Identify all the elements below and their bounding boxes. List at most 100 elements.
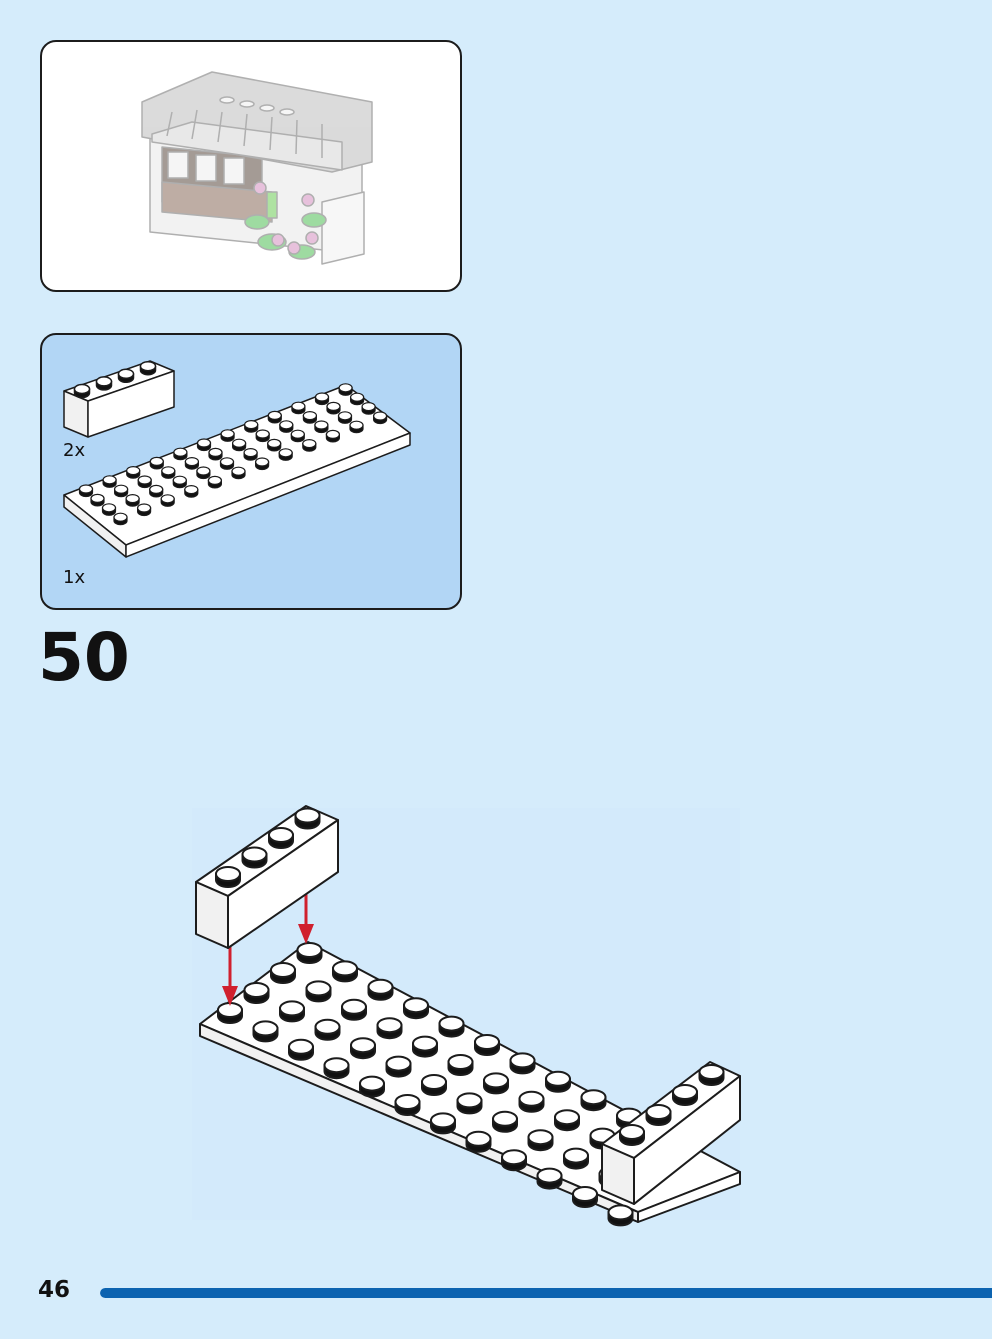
preview-panel	[40, 40, 462, 292]
stud-top	[314, 420, 329, 430]
stud-top	[172, 475, 187, 485]
brick-1x4-image	[63, 360, 175, 438]
stud-top	[296, 942, 323, 958]
stud-top	[288, 1038, 314, 1055]
stud-top	[290, 429, 305, 439]
stud-top	[359, 1075, 385, 1092]
stud-top	[137, 475, 152, 485]
stud-top	[95, 376, 113, 387]
stud-top	[161, 466, 176, 476]
stud-top	[314, 1018, 341, 1035]
stud-top	[278, 448, 293, 458]
stud-top	[341, 998, 367, 1015]
stud-top	[305, 980, 332, 997]
stud-top	[184, 484, 199, 495]
stud-top	[279, 1000, 305, 1017]
stud-top	[509, 1052, 536, 1069]
stud-top	[456, 1092, 483, 1109]
stud-top	[672, 1084, 698, 1100]
stud-top	[243, 447, 258, 458]
stud-top	[149, 484, 164, 495]
stud-top	[447, 1054, 474, 1070]
plate-4x12-image	[63, 383, 411, 558]
parts-list-panel: 2x 1x	[40, 333, 462, 610]
stud-top	[483, 1072, 509, 1089]
stud-top	[160, 494, 175, 504]
stud-top	[136, 503, 152, 513]
stud-top	[580, 1089, 607, 1106]
stud-top	[255, 429, 270, 439]
stud-top	[232, 438, 247, 448]
stud-top	[492, 1110, 518, 1127]
stud-top	[465, 1130, 492, 1147]
stud-top	[149, 456, 164, 467]
stud-top	[294, 807, 321, 824]
stud-top	[113, 512, 128, 522]
stud-top	[279, 420, 294, 430]
stud-top	[338, 383, 353, 393]
stud-top	[350, 392, 365, 402]
stud-top	[113, 484, 129, 494]
stud-top	[291, 401, 306, 411]
stud-top	[125, 493, 140, 504]
stud-top	[244, 419, 259, 430]
page-number: 46	[38, 1277, 71, 1303]
stud-top	[337, 411, 353, 421]
stud-top	[438, 1015, 465, 1032]
stud-top	[430, 1112, 456, 1129]
stud-top	[208, 447, 223, 458]
stud-top	[332, 960, 358, 977]
stud-top	[607, 1204, 634, 1221]
stud-top	[173, 447, 188, 457]
stud-top	[78, 484, 94, 494]
stud-top	[231, 466, 246, 476]
stud-top	[184, 456, 199, 467]
stud-top	[474, 1034, 500, 1050]
stud-top	[518, 1090, 545, 1107]
house-preview-image	[141, 71, 373, 265]
stud-top	[252, 1020, 279, 1037]
stud-top	[302, 438, 317, 449]
stud-top	[501, 1149, 527, 1166]
stud-top	[314, 392, 330, 402]
step-number: 50	[38, 619, 130, 696]
stud-top	[403, 997, 429, 1014]
stud-top	[619, 1124, 645, 1140]
brick-1x4-quantity: 2x	[63, 440, 86, 461]
stud-top	[536, 1167, 563, 1184]
stud-top	[268, 827, 294, 843]
stud-top	[563, 1147, 589, 1164]
stud-top	[385, 1055, 412, 1072]
stud-top	[102, 475, 117, 485]
stud-top	[207, 475, 222, 486]
stud-top	[554, 1109, 580, 1126]
progress-bar	[100, 1288, 992, 1298]
stud-top	[101, 503, 117, 513]
stud-top	[302, 411, 317, 421]
stud-top	[267, 410, 282, 420]
stud-top	[323, 1057, 350, 1074]
stud-top	[412, 1035, 438, 1052]
stud-top	[241, 846, 268, 863]
stud-top	[645, 1104, 672, 1120]
stud-top	[126, 465, 141, 476]
stud-top	[373, 411, 388, 421]
stud-top	[270, 962, 296, 978]
stud-top	[545, 1070, 571, 1087]
stud-top	[394, 1094, 421, 1110]
stud-top	[196, 438, 212, 448]
stud-top	[220, 429, 235, 439]
stud-top	[698, 1064, 725, 1080]
stud-top	[267, 438, 282, 449]
stud-top	[255, 457, 270, 467]
stud-top	[326, 401, 341, 411]
stud-top	[325, 429, 340, 440]
stud-top	[215, 866, 241, 882]
stud-top	[367, 978, 394, 995]
stud-top	[376, 1017, 403, 1034]
stud-top	[421, 1074, 447, 1090]
progress-fill	[100, 1288, 992, 1298]
stud-top	[243, 982, 270, 998]
stud-top	[527, 1129, 554, 1146]
stud-top	[90, 493, 105, 504]
